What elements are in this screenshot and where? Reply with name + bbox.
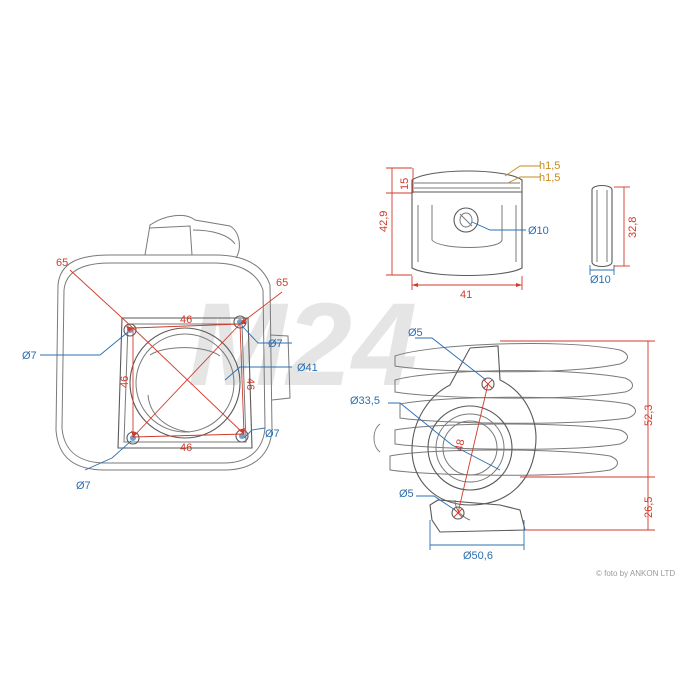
dim-port: Ø33,5: [350, 395, 380, 407]
photo-credit: © foto by ANKON LTD: [596, 569, 675, 578]
dim-hole-bottom-left: Ø7: [76, 480, 91, 492]
dim-ring-2: h1,5: [539, 172, 560, 184]
dim-pin-bore: Ø10: [528, 225, 549, 237]
dim-upper-stud: Ø5: [408, 327, 423, 339]
dim-hole-top-left: Ø7: [22, 350, 37, 362]
dim-base-width: Ø50,6: [463, 550, 493, 562]
dim-height: 52,3: [643, 405, 655, 426]
dim-top-height: 15: [399, 178, 411, 190]
dim-bore: Ø41: [297, 362, 318, 374]
dim-ring-1: h1,5: [539, 160, 560, 172]
cylinder-top-view: 65 65 46 46 46 46 Ø7 Ø7 Ø7 Ø7 Ø41: [22, 214, 318, 492]
dim-base-height: 26,5: [643, 497, 655, 518]
piston-view: h1,5 h1,5 15 42,9 Ø10 41: [378, 160, 560, 301]
dim-total-height: 42,9: [378, 211, 390, 232]
piston-pin-view: 32,8 Ø10: [589, 184, 639, 286]
dim-pin-length: 32,8: [627, 217, 639, 238]
cylinder-side-view: Ø5 Ø33,5 48 Ø5 52,3 26,5 Ø50,6: [350, 327, 655, 562]
dim-left-spacing: 46: [119, 376, 131, 388]
dim-piston-diameter: 41: [460, 289, 472, 301]
dim-diagonal-left: 65: [56, 257, 68, 269]
watermark: M24: [188, 279, 418, 411]
dim-bottom-spacing: 46: [180, 442, 192, 454]
dim-pin-diameter: Ø10: [590, 274, 611, 286]
drawing-background: [0, 115, 700, 585]
dim-top-spacing: 46: [180, 314, 192, 326]
dim-diagonal-right: 65: [276, 277, 288, 289]
dim-right-spacing: 46: [244, 378, 256, 390]
dim-stud-distance: 48: [453, 438, 467, 452]
dim-hole-top-right: Ø7: [268, 338, 283, 350]
dim-lower-stud: Ø5: [399, 488, 414, 500]
dim-hole-bottom-right: Ø7: [265, 428, 280, 440]
